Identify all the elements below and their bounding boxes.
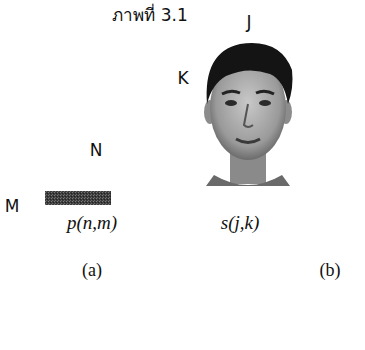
axis-letter: J (246, 13, 251, 32)
image-function: s(j,k) (221, 213, 260, 234)
face-image (204, 43, 293, 186)
small-image (45, 191, 111, 205)
figure-title: ภาพที่ 3.1 (112, 6, 187, 25)
image-function: p(n,m) (67, 213, 117, 234)
subfigure-caption: (a) (82, 261, 102, 281)
axis-letter: K (177, 69, 188, 88)
axis-letter: M (5, 197, 20, 216)
subfigure-caption: (b) (320, 261, 341, 281)
axis-letter: N (90, 141, 103, 160)
